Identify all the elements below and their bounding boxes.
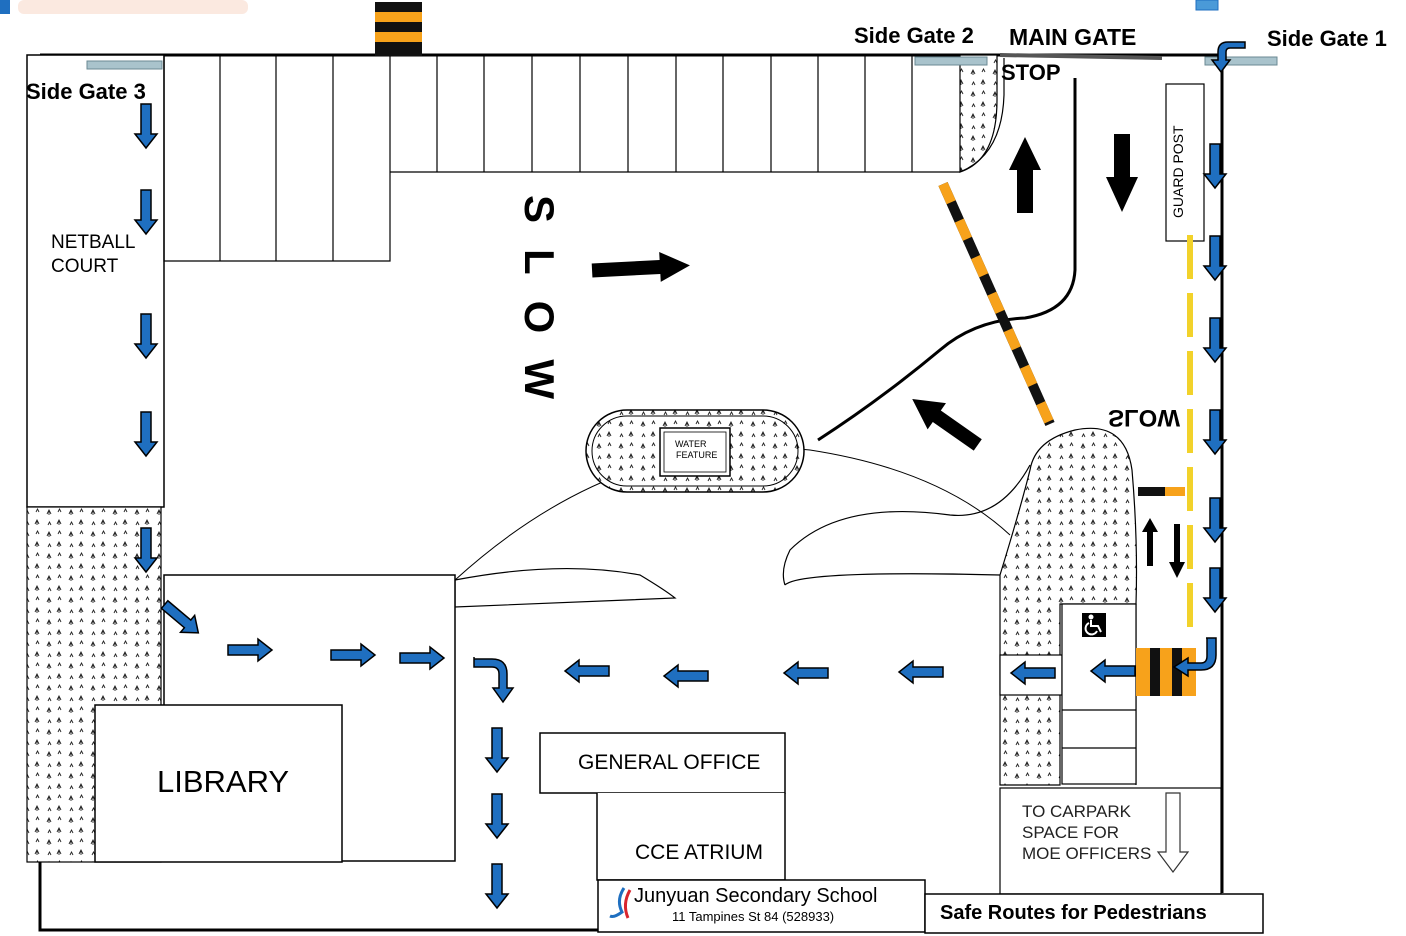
grass-right-island	[999, 427, 1138, 786]
library-room	[94, 704, 343, 863]
carpark-direction-arrow-icon	[1156, 792, 1190, 873]
driveway-curve	[782, 464, 1031, 586]
slow-marking-upside-down: SLOW	[1108, 404, 1180, 431]
grass-main-gate	[959, 54, 998, 173]
netball-court-label-line2: COURT	[51, 256, 119, 277]
route-arrow-icon	[663, 664, 709, 688]
slow-marking-vertical: SLOW	[516, 195, 563, 425]
side-gate-2-bar	[914, 56, 988, 66]
traffic-arrow-small-up	[1142, 518, 1158, 566]
wheelchair-icon	[1082, 613, 1106, 637]
canopy-left	[454, 567, 677, 608]
side-gate-1-label: Side Gate 1	[1267, 26, 1387, 51]
parking-bays-left	[163, 55, 391, 262]
guard-post-box	[1165, 83, 1205, 242]
water-feature-label-line2: FEATURE	[676, 450, 718, 460]
traffic-arrow-small-down	[1169, 524, 1185, 578]
cce-atrium-room	[596, 793, 786, 881]
guard-post-label: GUARD POST	[1170, 125, 1186, 218]
side-gate-2-label: Side Gate 2	[854, 23, 974, 48]
route-arrow-icon	[485, 793, 509, 839]
water-feature-label-line1: WATER	[675, 439, 707, 449]
barrier-top	[375, 2, 422, 56]
window-tab-remnant	[18, 0, 248, 14]
window-edge-marker	[0, 0, 10, 14]
route-arrows	[134, 41, 1246, 909]
parking-bays-right	[390, 55, 960, 173]
cce-atrium-label: CCE ATRIUM	[635, 841, 763, 864]
route-uturn-icon	[1210, 41, 1246, 74]
library-label: LIBRARY	[157, 764, 290, 799]
side-gate-3-label: Side Gate 3	[26, 79, 146, 104]
school-name-box	[597, 879, 926, 933]
school-name: Junyuan Secondary School	[634, 885, 878, 907]
water-feature-box	[659, 427, 731, 477]
carpark-note-line2: SPACE FOR	[1022, 823, 1119, 842]
curb-line	[959, 58, 1005, 173]
route-uturn-icon	[473, 657, 515, 704]
side-gate-1-bar	[1204, 56, 1278, 66]
driveway-divider	[817, 78, 1077, 442]
route-arrow-icon	[783, 661, 829, 685]
route-arrow-icon	[485, 727, 509, 773]
main-gate-bar	[999, 53, 1163, 60]
stop-marking: STOP	[1001, 60, 1061, 85]
legend-title-box	[924, 893, 1264, 934]
legend-title: Safe Routes for Pedestrians	[940, 902, 1207, 924]
general-office-label: GENERAL OFFICE	[578, 751, 761, 774]
traffic-arrow-up	[1009, 137, 1041, 213]
barrier-small	[1138, 487, 1185, 496]
route-arrow-icon	[485, 863, 509, 909]
netball-court-label-line1: NETBALL	[51, 232, 136, 253]
barrier-diagonal	[938, 181, 1055, 427]
side-gate-3-bar	[86, 60, 163, 70]
school-address: 11 Tampines St 84 (528933)	[672, 909, 835, 924]
carpark-note-line1: TO CARPARK	[1022, 802, 1131, 821]
traffic-arrow-right	[591, 251, 690, 282]
window-corner-marker	[1195, 0, 1219, 11]
carpark-note-line3: MOE OFFICERS	[1022, 844, 1152, 863]
route-arrow-icon	[898, 660, 944, 684]
school-logo	[609, 887, 632, 919]
main-gate-label: MAIN GATE	[1009, 24, 1137, 50]
route-arrow-icon	[564, 659, 610, 683]
traffic-arrow-down	[1106, 134, 1138, 212]
carpark-area	[999, 787, 1222, 895]
traffic-arrow-diag	[912, 399, 982, 451]
route-uturn-icon	[1172, 637, 1217, 678]
general-office-room	[539, 732, 786, 794]
